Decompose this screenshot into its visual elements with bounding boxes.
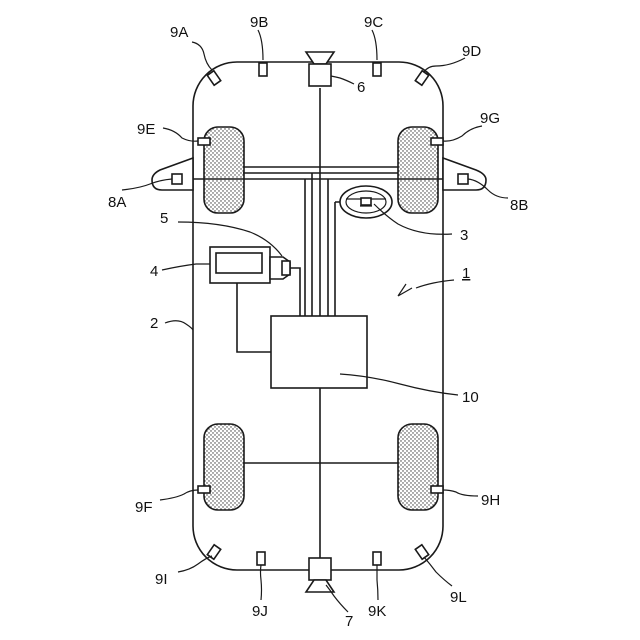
display-screen bbox=[216, 253, 262, 273]
label-9K: 9K bbox=[368, 603, 386, 620]
leader-9L bbox=[424, 557, 452, 586]
sensor-9J bbox=[257, 552, 265, 565]
sensor-9C bbox=[373, 63, 381, 76]
display-wire bbox=[237, 283, 271, 352]
sensor-9G bbox=[431, 138, 443, 145]
label-7: 7 bbox=[345, 613, 353, 630]
label-9G: 9G bbox=[480, 110, 500, 127]
label-6: 6 bbox=[357, 79, 365, 96]
label-9I: 9I bbox=[155, 571, 168, 588]
right-mirror-sensor bbox=[458, 174, 468, 184]
leader-1 bbox=[416, 280, 454, 288]
label-9J: 9J bbox=[252, 603, 268, 620]
sensor-9F bbox=[198, 486, 210, 493]
leader-2 bbox=[165, 321, 193, 330]
label-4: 4 bbox=[150, 263, 158, 280]
sensor-9H bbox=[431, 486, 443, 493]
leader-9C bbox=[372, 30, 377, 60]
leader-9G bbox=[443, 126, 482, 141]
label-9C: 9C bbox=[364, 14, 383, 31]
label-9A: 9A bbox=[170, 24, 188, 41]
left-mirror-sensor bbox=[172, 174, 182, 184]
leader-9B bbox=[258, 30, 263, 60]
label-8B: 8B bbox=[510, 197, 528, 214]
front-horn-body bbox=[309, 64, 331, 86]
sensor-9L bbox=[415, 545, 428, 559]
label-9H: 9H bbox=[481, 492, 500, 509]
rear-right-wheel bbox=[398, 424, 438, 510]
label-5: 5 bbox=[160, 210, 168, 227]
speaker-wire bbox=[290, 268, 300, 316]
label-10: 10 bbox=[462, 389, 479, 406]
steering-hub bbox=[361, 198, 371, 205]
leader-9H bbox=[443, 490, 478, 496]
label-8A: 8A bbox=[108, 194, 126, 211]
sensor-9B bbox=[259, 63, 267, 76]
sensor-9D bbox=[415, 71, 428, 85]
rear-horn-body bbox=[309, 558, 331, 580]
label-9B: 9B bbox=[250, 14, 268, 31]
label-9E: 9E bbox=[137, 121, 155, 138]
leader-6 bbox=[331, 76, 354, 84]
sensor-9K bbox=[373, 552, 381, 565]
label-3: 3 bbox=[460, 227, 468, 244]
label-9L: 9L bbox=[450, 589, 467, 606]
label-9F: 9F bbox=[135, 499, 153, 516]
sensor-9A bbox=[207, 71, 220, 85]
rear-left-wheel bbox=[204, 424, 244, 510]
leader-7 bbox=[326, 585, 348, 612]
leader-4 bbox=[162, 264, 210, 270]
label-1: 1 bbox=[462, 265, 470, 282]
sensor-9E bbox=[198, 138, 210, 145]
control-unit-box bbox=[271, 316, 367, 388]
cabin-speaker-body bbox=[282, 261, 290, 275]
leader-9A bbox=[192, 42, 212, 70]
label-2: 2 bbox=[150, 315, 158, 332]
leader-9I bbox=[178, 556, 212, 572]
label-9D: 9D bbox=[462, 43, 481, 60]
leader-9D bbox=[424, 58, 465, 72]
leader-1-arrow bbox=[398, 284, 412, 296]
